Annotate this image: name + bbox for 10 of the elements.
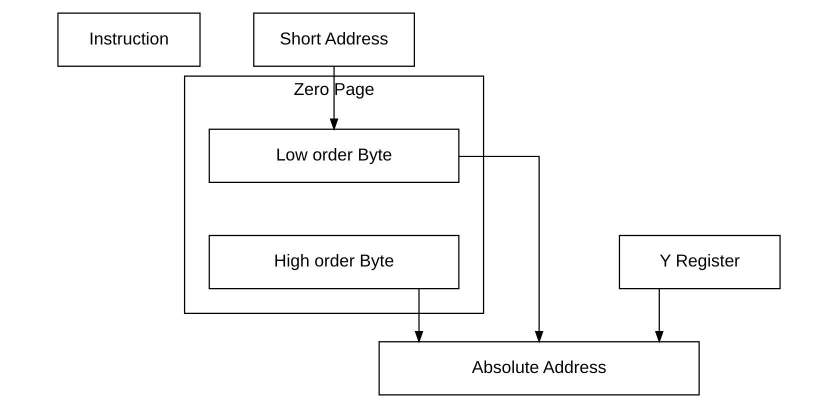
node-box: Short Address <box>252 12 414 67</box>
node-box: Low order Byte <box>208 128 459 183</box>
node-box: Instruction <box>56 12 200 67</box>
arrow <box>458 156 543 344</box>
node-box: High order Byte <box>208 234 459 290</box>
node-box: Absolute Address <box>378 341 700 396</box>
arrow <box>654 288 664 344</box>
arrow <box>414 288 423 344</box>
node-box: Y Register <box>618 234 780 290</box>
arrow <box>329 66 338 131</box>
